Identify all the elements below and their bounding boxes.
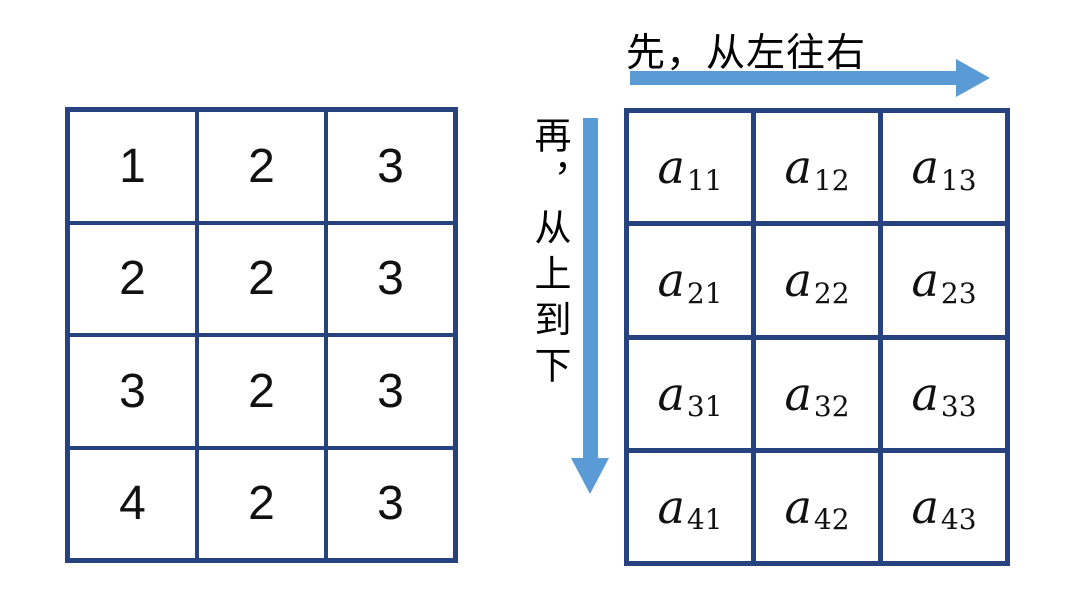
right-arrow-head-icon	[956, 59, 990, 97]
matrix-entry-base: a	[657, 479, 685, 534]
matrix-entry-subscript: 31	[686, 390, 723, 424]
matrix-entry-subscript: 32	[813, 390, 850, 424]
matrix-entry-base: a	[784, 253, 812, 308]
matrix-entry-base: a	[784, 366, 812, 421]
matrix-entry-subscript: 11	[686, 163, 723, 197]
matrix-entry-subscript: 43	[940, 503, 977, 537]
left-number-table: 1 2 3 2 2 3 3 2 3 4 2 3	[65, 107, 458, 563]
matrix-entry-base: a	[657, 253, 685, 308]
table-cell: 3	[328, 224, 453, 333]
table-cell: 2	[70, 224, 195, 333]
matrix-entry-base: a	[911, 479, 939, 534]
matrix-entry-base: a	[657, 140, 685, 195]
table-cell: 3	[328, 449, 453, 558]
vertical-order-label: 再，从上到下	[529, 116, 570, 392]
matrix-entry-subscript: 41	[686, 503, 723, 537]
table-cell: 2	[199, 224, 324, 333]
right-arrow-shaft	[630, 71, 956, 85]
matrix-entry-base: a	[657, 366, 685, 421]
matrix-entry-subscript: 23	[940, 276, 977, 310]
matrix-entry-subscript: 12	[813, 163, 850, 197]
table-cell: 2	[199, 112, 324, 221]
matrix-entry-base: a	[784, 479, 812, 534]
table-cell: 1	[70, 112, 195, 221]
matrix-entry-subscript: 13	[940, 163, 977, 197]
matrix-entry-subscript: 22	[813, 276, 850, 310]
matrix-entry-subscript: 42	[813, 503, 850, 537]
table-cell: 3	[70, 337, 195, 446]
down-arrow-head-icon	[571, 458, 609, 494]
table-cell: 2	[199, 337, 324, 446]
table-cell: 3	[328, 337, 453, 446]
table-cell: 2	[199, 449, 324, 558]
matrix-entry-base: a	[784, 140, 812, 195]
table-cell: 4	[70, 449, 195, 558]
matrix-entry-base: a	[911, 366, 939, 421]
horizontal-order-label: 先，从左往右	[626, 32, 867, 75]
matrix-entry-base: a	[911, 253, 939, 308]
down-arrow-shaft	[583, 118, 598, 460]
table-cell: 3	[328, 112, 453, 221]
matrix-entry-base: a	[911, 140, 939, 195]
matrix-entry-subscript: 33	[940, 390, 977, 424]
matrix-entry-subscript: 21	[686, 276, 723, 310]
